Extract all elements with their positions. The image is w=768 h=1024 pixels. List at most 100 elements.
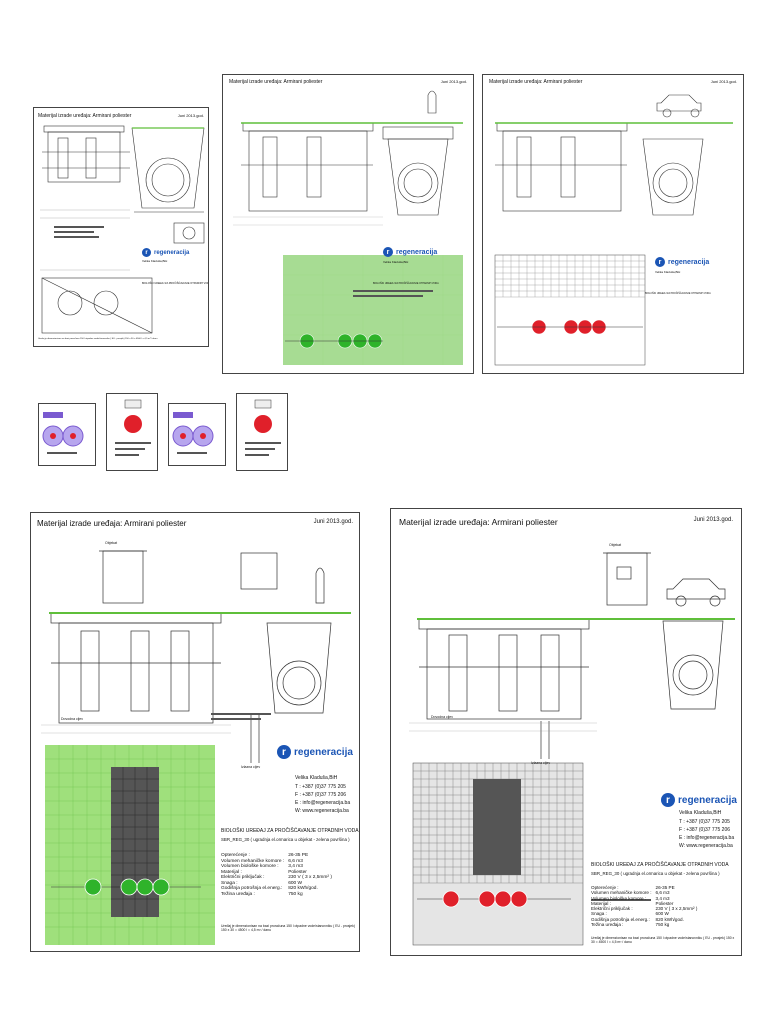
sheet-date: Juni 2013.god. [440,79,467,84]
drawing-sheet-1: Materijal izrade uređaja: Armirani polie… [33,107,209,347]
device-title: BIOLOŠKI UREĐAJ ZA PROČIŠĆAVANJE OTPADNI… [591,862,729,868]
spec-value: 26-35 PE [655,885,675,890]
spec-row: Volumen mehaničke komore :6,6 m3 [221,859,336,865]
label-pipe-out: Izlazna cijev [531,761,551,765]
spec-label: Godišnja potrošnja el.energ.: [591,916,650,922]
company-web: W: www.regeneracija.ba [679,843,733,849]
spec-row: Električni priključak : 230 V ( 3 x 2,5mm… [591,906,701,911]
thumbnail-1 [38,403,96,466]
label-pipe-out: Izlazna cijev [241,765,261,769]
company-logo: r regeneracija [661,793,737,807]
spec-label: Električni priključak : [591,906,633,912]
spec-value: 6,6 m3 [655,890,670,896]
sheet-title: Materijal izrade uređaja: Armirani polie… [229,79,323,85]
drawing-sheet-3: Materijal izrade uređaja: Armirani polie… [482,74,744,374]
thumbnail-3 [168,403,226,466]
spec-value: 820 kWh/god. [288,886,318,892]
company-city: Velika Kladuša,BiH [383,260,409,264]
spec-label: Opterećenje : [221,853,250,858]
thumbnail-drawing [42,412,84,454]
company-logo: r regeneracija [142,248,189,257]
spec-value: 750 kg [288,891,303,897]
device-model: SBR_REG_30 ( ugradnja el.ormarica u obje… [221,837,350,842]
company-phone1: T : +387 (0)37 775 205 [295,784,346,790]
logo-word: regeneracija [396,248,438,256]
label-shed: Objekat [105,541,118,545]
company-email: E : info@regeneracija.ba [679,835,735,841]
thumbnail-drawing [115,399,151,456]
device-model: SBR_REG_30 ( ugradnja el.ormarica u obje… [591,871,720,876]
sheet-title: Materijal izrade uređaja: Armirani polie… [399,517,558,527]
spec-row: Električni priključak :230 V ( 3 x 2,5mm… [221,875,336,881]
spec-value: Poliester [288,869,307,875]
company-phone2: F : +387 (0)37 775 206 [679,827,731,833]
logo-mark: r [142,248,151,257]
logo-mark: r [277,745,291,759]
label-shed: Objekat [609,543,622,547]
spec-value: 750 kg [655,921,670,927]
spec-value: 26-35 PE [288,853,309,858]
drawing-sheet-large-left: Materijal izrade uređaja: Armirani polie… [30,512,360,952]
company-logo: r regeneracija [655,257,709,267]
sheet-title: Materijal izrade uređaja: Armirani polie… [38,113,132,119]
company-logo: r regeneracija [383,247,437,257]
company-web: W: www.regeneracija.ba [295,808,349,814]
logo-mark: r [661,793,675,807]
sheet-title: Materijal izrade uređaja: Armirani polie… [37,519,187,528]
specs-table: Opterećenje : 26-35 PE Volumen mehaničke … [591,885,701,927]
spec-value: 6,6 m3 [288,858,303,864]
spec-row: Težina uređaja :750 kg [221,892,336,898]
sheet-title: Materijal izrade uređaja: Armirani polie… [489,79,583,85]
label-pipe-in: Dovodna cijev [431,715,453,719]
company-phone2: F : +387 (0)37 775 206 [295,792,347,798]
thumbnail-drawing [172,412,214,454]
spec-row: Materijal :Poliester [591,901,701,906]
section-drawing [494,94,733,366]
section-drawing [40,125,205,334]
section-drawing [41,550,351,945]
spec-label: Godišnja potrošnja el.energ.: [221,886,283,892]
spec-value: 230 V ( 3 x 2,5mm² ) [288,875,332,881]
spec-label: Volumen biološke komore : [221,864,279,870]
spec-row: Volumen mehaničke komore :6,6 m3 [591,890,701,895]
spec-row: Materijal : Poliester [221,870,336,876]
device-title: BIOLOŠKI UREĐAJ ZA PROČIŠĆAVANJE OTPADNI… [373,282,439,285]
footnote: Uređaj je dimenzionisan na bazi proračun… [591,936,735,944]
logo-word: regeneracija [294,746,353,758]
logo-word: regeneracija [154,249,190,256]
spec-row: Godišnja potrošnja el.energ.: 820 kWh/god… [591,917,701,922]
spec-label: Težina uređaja : [591,921,624,927]
spec-label: Volumen biološke komore : [591,895,647,901]
spec-value: Poliester [655,900,674,906]
spec-value: 600 W [655,911,669,917]
spec-value: 230 V ( 3 x 2,5mm² ) [655,906,698,912]
logo-word: regeneracija [678,794,737,806]
spec-row: Snaga : 600 W [591,911,701,916]
company-logo: r regeneracija [277,745,353,759]
logo-mark: r [383,247,393,257]
spec-row: Opterećenje : 26-35 PE [591,885,701,890]
logo-word: regeneracija [668,258,710,266]
logo-mark: r [655,257,665,267]
spec-label: Materijal : [221,869,242,875]
footnote: Uređaj je dimenzionisan na bazi proračun… [38,338,158,340]
spec-label: Snaga : [221,880,238,886]
label-pipe-in: Dovodna cijev [61,717,83,721]
drawing-sheet-2: Materijal izrade uređaja: Armirani polie… [222,74,474,374]
spec-row: Volumen biološke komore :3,4 m3 [591,896,701,901]
section-drawing [233,90,463,365]
device-title: BIOLOŠKI UREĐAJ ZA PROČIŠĆAVANJE OTPADNI… [645,292,711,295]
spec-value: 820 kWh/god. [655,916,684,922]
company-phone1: T : +387 (0)37 775 205 [679,819,730,825]
sheet-date: Juni 2013.god. [710,79,737,84]
company-city: Velika Kladuša,BiH [679,810,722,816]
company-city: Velika Kladuša,BiH [655,270,681,274]
company-city: Velika Kladuša,BiH [142,259,168,263]
spec-label: Volumen mehaničke komore : [221,858,285,864]
spec-label: Snaga : [591,911,607,917]
spec-row: Volumen biološke komore :3,4 m3 [221,864,336,870]
spec-label: Opterećenje : [591,885,619,890]
drawing-sheet-large-right: Materijal izrade uređaja: Armirani polie… [390,508,742,956]
thumbnail-4 [236,393,288,471]
section-drawing [409,552,735,946]
